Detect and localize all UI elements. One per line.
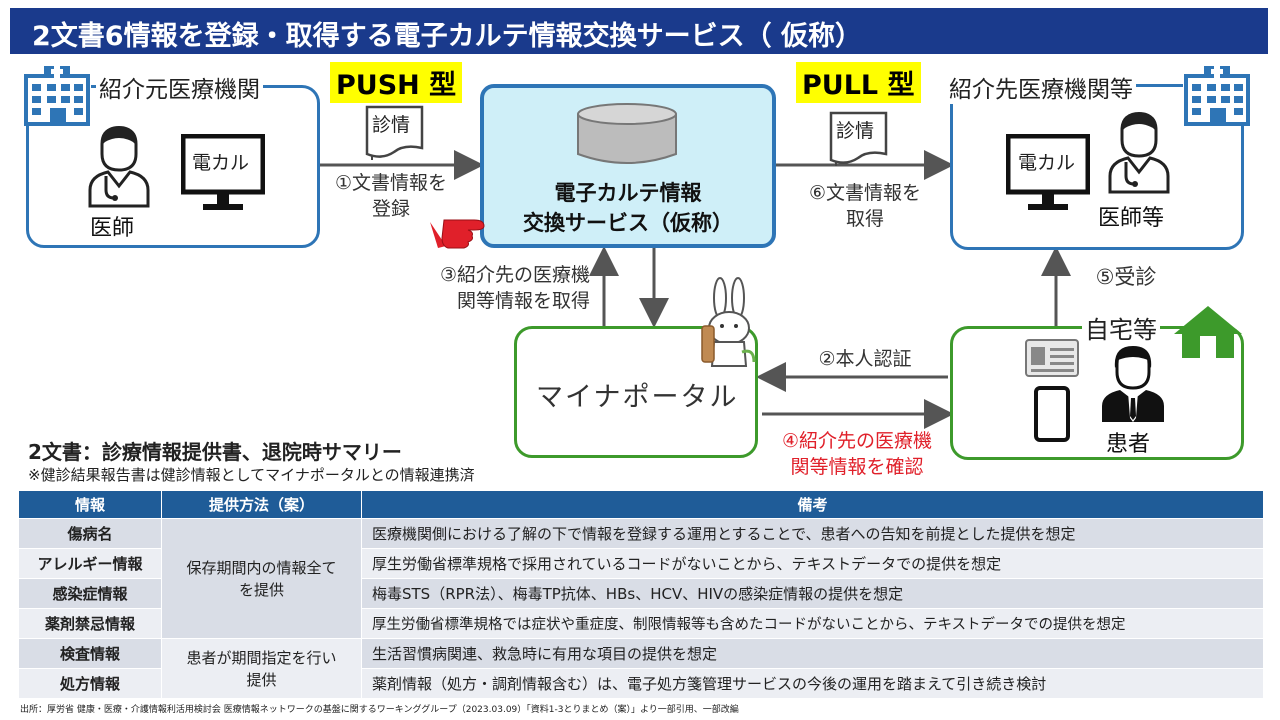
title-bar: 2文書6情報を登録・取得する電子カルテ情報交換サービス（ 仮称） [10,8,1268,54]
monitor-label-right: 電カル [1018,152,1076,174]
doctor-icon-right [1108,112,1170,194]
table-header: 備考 [361,490,1264,519]
provision-method: 保存期間内の情報全てを提供 [161,518,362,639]
smartphone-icon [1034,386,1070,442]
document-icon-right [829,111,888,166]
info-note: 厚生労働省標準規格で採用されているコードがないことから、テキストデータでの提供を… [361,548,1264,579]
pull-badge: PULL 型 [796,62,921,103]
table-header-row: 情報 提供方法（案） 備考 [18,490,1264,519]
home-label: 自宅等 [1082,310,1160,345]
flow-arrows [320,150,1071,429]
document-label-right: 診情 [836,120,875,142]
table-header: 提供方法（案） [161,490,362,519]
hospital-icon-right [1183,63,1251,126]
table-header: 情報 [18,490,162,519]
table-row: 検査情報 患者が期間指定を行い提供 生活習慣病関連、救急時に有用な項目の提供を想… [18,638,1264,699]
pointing-hand-icon [430,219,485,249]
information-table: 情報 提供方法（案） 備考 傷病名 保存期間内の情報全てを提供 医療機関側におけ… [18,490,1264,699]
doctor-label: 医師 [90,216,135,241]
patient-label: 患者 [1106,432,1151,457]
document-icon [365,105,424,160]
page-title: 2文書6情報を登録・取得する電子カルテ情報交換サービス（ 仮称） [32,21,862,52]
doctor-icon [88,126,150,208]
info-note: 薬剤情報（処方・調剤情報含む）は、電子処方箋管理サービスの今後の運用を踏まえて引… [361,668,1264,699]
info-name: 薬剤禁忌情報 [18,608,162,639]
info-name: 感染症情報 [18,578,162,609]
info-name: 処方情報 [18,668,162,699]
table-row: 感染症情報 梅毒STS（RPR法）、梅毒TP抗体、HBs、HCV、HIVの感染症… [18,578,1264,609]
monitor-icon [181,134,265,210]
mynaportal-label: マイナポータル [536,382,739,413]
referring-institution-label: 紹介元医療機関 [96,70,263,104]
monitor-label: 電カル [192,152,250,174]
info-note: 厚生労働省標準規格では症状や重症度、制限情報等も含めたコードがないことから、テキ… [361,608,1264,639]
hospital-icon [23,63,91,126]
database-icon [577,103,677,164]
step-1-label: ①文書情報を登録 [334,172,448,220]
step-4-label: ④紹介先の医療機関等情報を確認 [781,430,933,478]
info-name: 傷病名 [18,518,162,549]
step-2-label: ②本人認証 [818,348,912,370]
push-badge: PUSH 型 [330,62,463,103]
provision-method: 患者が期間指定を行い提供 [161,638,362,699]
doctors-label: 医師等 [1098,206,1165,231]
receiving-institution-label: 紹介先医療機関等 [946,70,1136,104]
monitor-icon-right [1006,134,1090,210]
source-note: 出所：厚労省 健康・医療・介護情報利活用検討会 医療情報ネットワークの基盤に関す… [20,705,739,715]
rabbit-mascot-icon [701,277,756,367]
exchange-service-label: 電子カルテ情報交換サービス（仮称） [523,181,733,235]
info-note: 生活習慣病関連、救急時に有用な項目の提供を想定 [361,638,1264,669]
table-row: 処方情報 薬剤情報（処方・調剤情報含む）は、電子処方箋管理サービスの今後の運用を… [18,668,1264,699]
info-name: 検査情報 [18,638,162,669]
house-icon [1174,306,1242,358]
table-row: 傷病名 保存期間内の情報全てを提供 医療機関側における了解の下で情報を登録する運… [18,518,1264,639]
info-name: アレルギー情報 [18,548,162,579]
info-note: 医療機関側における了解の下で情報を登録する運用とすることで、患者への告知を前提と… [361,518,1264,549]
step-3-label: ③紹介先の医療機関等情報を取得 [439,264,590,312]
documents-heading: 2文書：診療情報提供書、退院時サマリー [28,440,402,464]
checkup-note: ※健診結果報告書は健診情報としてマイナポータルとの情報連携済 [28,466,475,484]
info-note: 梅毒STS（RPR法）、梅毒TP抗体、HBs、HCV、HIVの感染症情報の提供を… [361,578,1264,609]
document-label: 診情 [372,114,411,136]
id-card-icon [1025,339,1079,377]
step-5-label: ⑤受診 [1095,265,1157,289]
step-6-label: ⑥文書情報を取得 [808,182,922,230]
patient-icon [1102,346,1164,422]
